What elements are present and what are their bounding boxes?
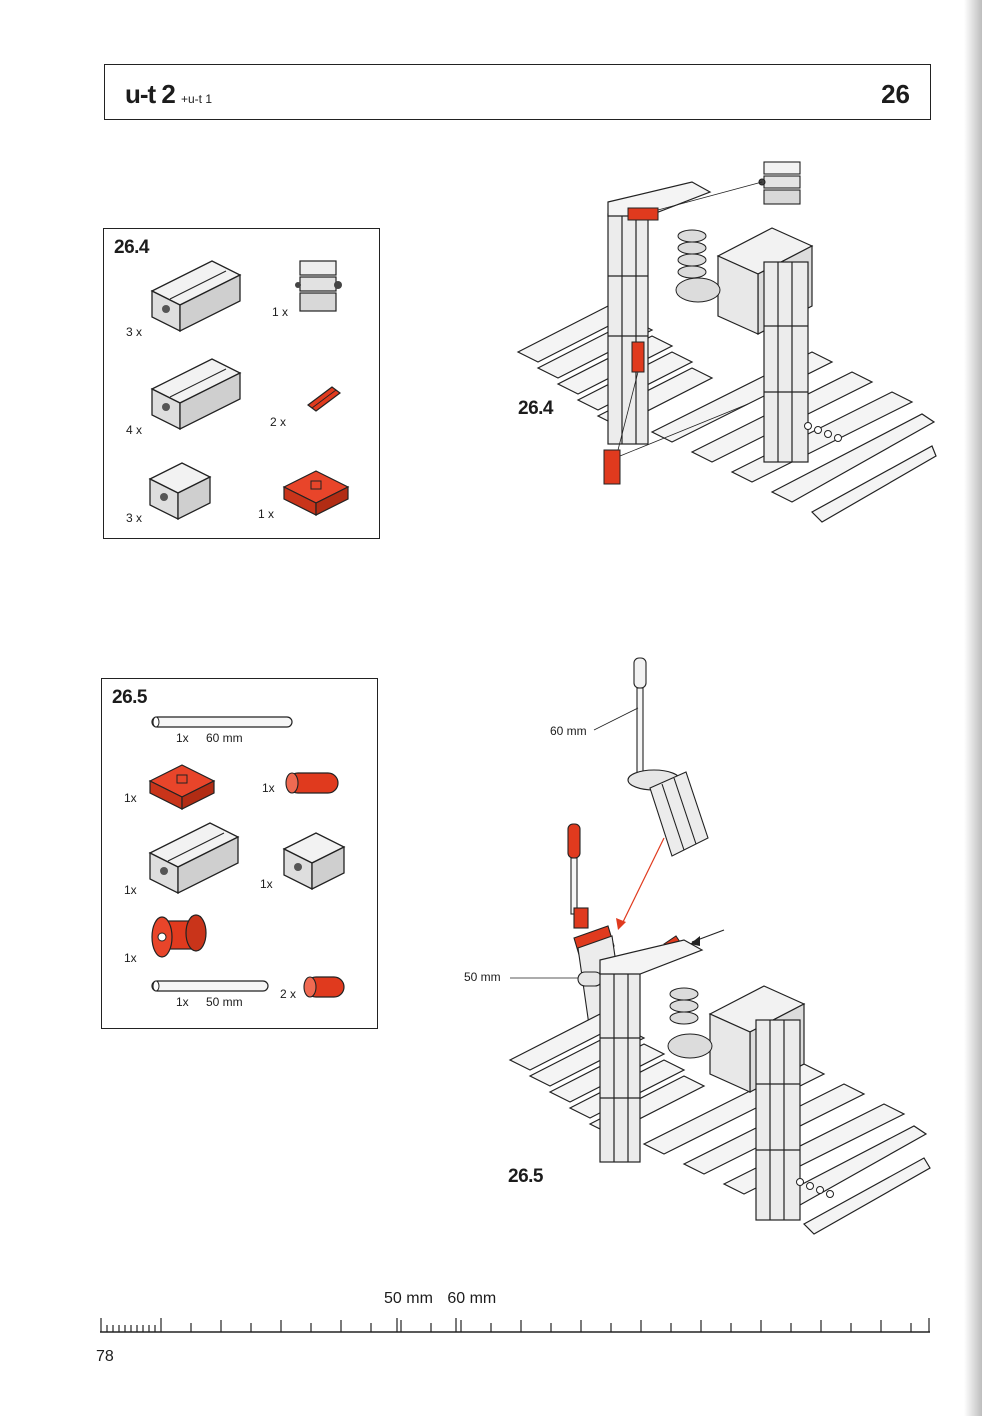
step-label: 26.5 bbox=[508, 1166, 543, 1187]
axle-qty: 1x bbox=[176, 731, 189, 745]
part-qty: 1x bbox=[124, 791, 137, 805]
red-square-plate-icon bbox=[148, 764, 216, 810]
part-qty: 1 x bbox=[272, 305, 289, 319]
axle-60mm-icon bbox=[151, 716, 293, 728]
parts-panel-26-4: 26.4 3 x 1 x 4 x 2 x 3 x bbox=[103, 228, 380, 539]
hinge-block-icon bbox=[295, 260, 342, 312]
part-qty: 2 x bbox=[280, 987, 297, 1001]
parts-panel-26-5: 26.5 1x 60 mm 1x 1x 1x 1x 1x bbox=[101, 678, 378, 1029]
red-spool-icon bbox=[151, 914, 207, 958]
series-title: u-t 2 bbox=[125, 79, 176, 109]
page-number: 78 bbox=[96, 1348, 114, 1365]
red-connector-icon bbox=[307, 386, 341, 412]
part-qty: 2 x bbox=[270, 415, 287, 429]
long-building-block-icon bbox=[150, 358, 242, 431]
axle-length: 50 mm bbox=[206, 995, 243, 1009]
red-clip-icon bbox=[303, 976, 345, 998]
short-building-block-icon bbox=[282, 832, 346, 891]
part-qty: 1 x bbox=[258, 507, 275, 521]
page-header: u-t 2 +u-t 1 26 bbox=[104, 64, 931, 120]
red-square-plate-icon bbox=[282, 470, 350, 516]
part-qty: 3 x bbox=[126, 325, 143, 339]
step-label: 26.4 bbox=[518, 398, 553, 419]
page-edge-shadow bbox=[964, 0, 982, 1416]
ruler-label-60mm: 60 mm bbox=[447, 1290, 497, 1307]
section-number: 26 bbox=[881, 79, 910, 109]
short-building-block-icon bbox=[148, 462, 212, 521]
axle-qty: 1x bbox=[176, 995, 189, 1009]
callout-50mm: 50 mm bbox=[464, 970, 501, 984]
measuring-ruler bbox=[100, 1318, 930, 1333]
axle-50mm-icon bbox=[151, 980, 269, 992]
panel-title: 26.5 bbox=[112, 687, 147, 708]
part-qty: 3 x bbox=[126, 511, 143, 525]
part-qty: 4 x bbox=[126, 423, 143, 437]
part-qty: 1x bbox=[124, 951, 137, 965]
part-qty: 1x bbox=[262, 781, 275, 795]
part-qty: 1x bbox=[124, 883, 137, 897]
red-clip-icon bbox=[285, 772, 339, 794]
panel-title: 26.4 bbox=[114, 237, 149, 258]
assembly-illustration-26-5 bbox=[508, 657, 931, 1235]
assembly-illustration-26-4 bbox=[516, 161, 937, 523]
series-subtitle: +u-t 1 bbox=[181, 92, 213, 106]
part-qty: 1x bbox=[260, 877, 273, 891]
axle-length: 60 mm bbox=[206, 731, 243, 745]
ruler-labels: 50 mm 60 mm bbox=[384, 1290, 506, 1308]
long-building-block-icon bbox=[150, 260, 242, 333]
callout-60mm: 60 mm bbox=[550, 724, 587, 738]
long-building-block-icon bbox=[148, 822, 240, 895]
ruler-label-50mm: 50 mm bbox=[384, 1290, 433, 1307]
